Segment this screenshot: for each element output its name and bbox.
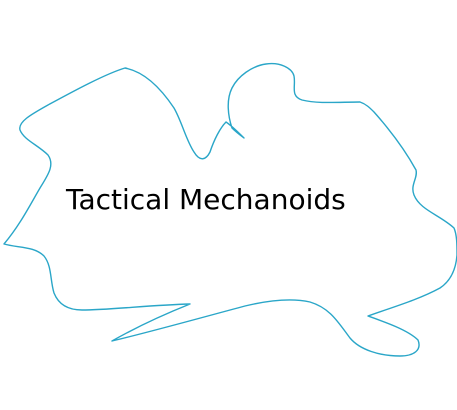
blob-outline-path [3, 62, 457, 357]
caption-text: Tactical Mechanoids [66, 183, 346, 216]
